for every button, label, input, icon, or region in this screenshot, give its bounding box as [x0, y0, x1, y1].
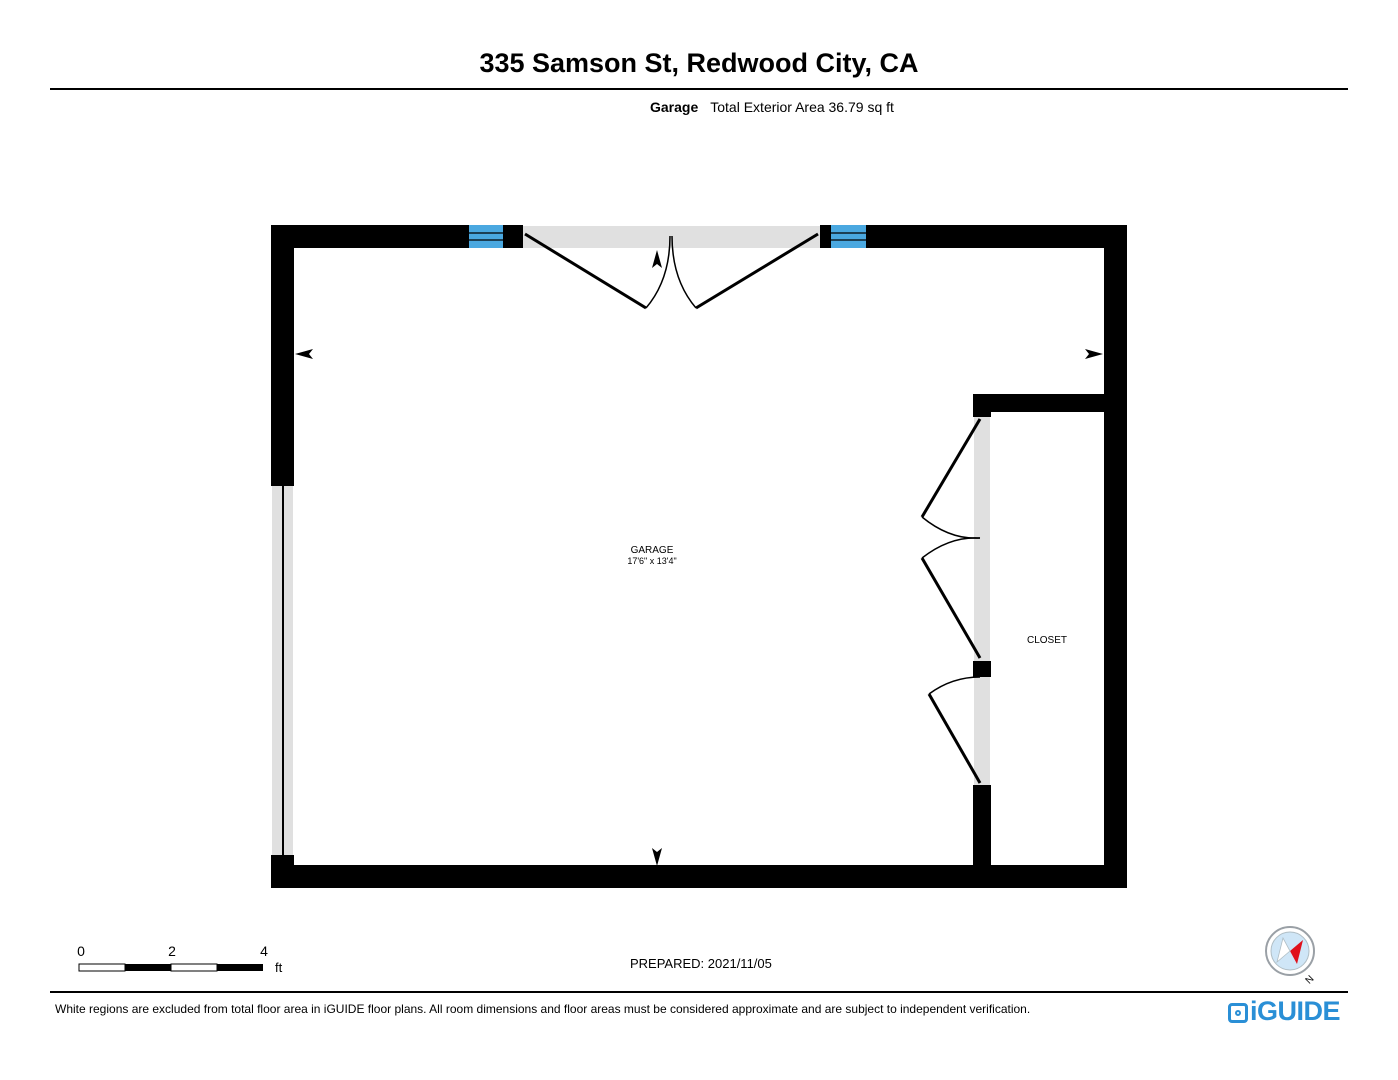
footer-divider [50, 991, 1348, 993]
brand-logo[interactable]: iGUIDE [1228, 996, 1341, 1027]
room-labels: GARAGE 17'6" x 13'4" CLOSET [627, 545, 1067, 646]
marker-left [295, 349, 313, 359]
door-swings [524, 232, 982, 784]
scale-tick-2: 2 [168, 943, 176, 959]
entry-door-left [524, 232, 647, 310]
window-right [831, 225, 866, 248]
plan-title: 335 Samson St, Redwood City, CA [479, 48, 919, 78]
scale-unit: ft [275, 960, 283, 975]
closet-door-lower [927, 693, 982, 784]
marker-bottom [652, 848, 662, 866]
scale-tick-0: 0 [77, 943, 85, 959]
marker-top [652, 250, 662, 268]
scale-bar: 0 2 4 ft [77, 943, 283, 975]
header-divider [50, 88, 1348, 90]
room-name-garage: GARAGE [631, 545, 674, 556]
window-left [469, 225, 503, 248]
scale-tick-4: 4 [260, 943, 268, 959]
compass-north-label: N [1304, 974, 1317, 987]
closet-door-upper [920, 418, 982, 518]
windows [469, 225, 866, 248]
entry-door-right [695, 232, 819, 310]
compass-icon: N [1265, 926, 1317, 987]
room-dim-garage: 17'6" x 13'4" [627, 556, 676, 566]
room-name-closet: CLOSET [1027, 635, 1067, 646]
plan-subtitle: Garage Total Exterior Area 36.79 sq ft [650, 99, 894, 115]
prepared-date: PREPARED: 2021/11/05 [630, 956, 772, 971]
brand-name: iGUIDE [1250, 996, 1341, 1026]
openings [272, 226, 990, 855]
closet-door-middle [920, 557, 982, 659]
area-text: Total Exterior Area 36.79 sq ft [710, 99, 894, 115]
marker-right [1085, 349, 1103, 359]
walls [271, 225, 1127, 888]
iguide-logo-icon [1228, 1003, 1248, 1023]
floor-label: Garage [650, 99, 699, 115]
disclaimer: White regions are excluded from total fl… [55, 1002, 1031, 1016]
view-markers [295, 250, 1103, 866]
